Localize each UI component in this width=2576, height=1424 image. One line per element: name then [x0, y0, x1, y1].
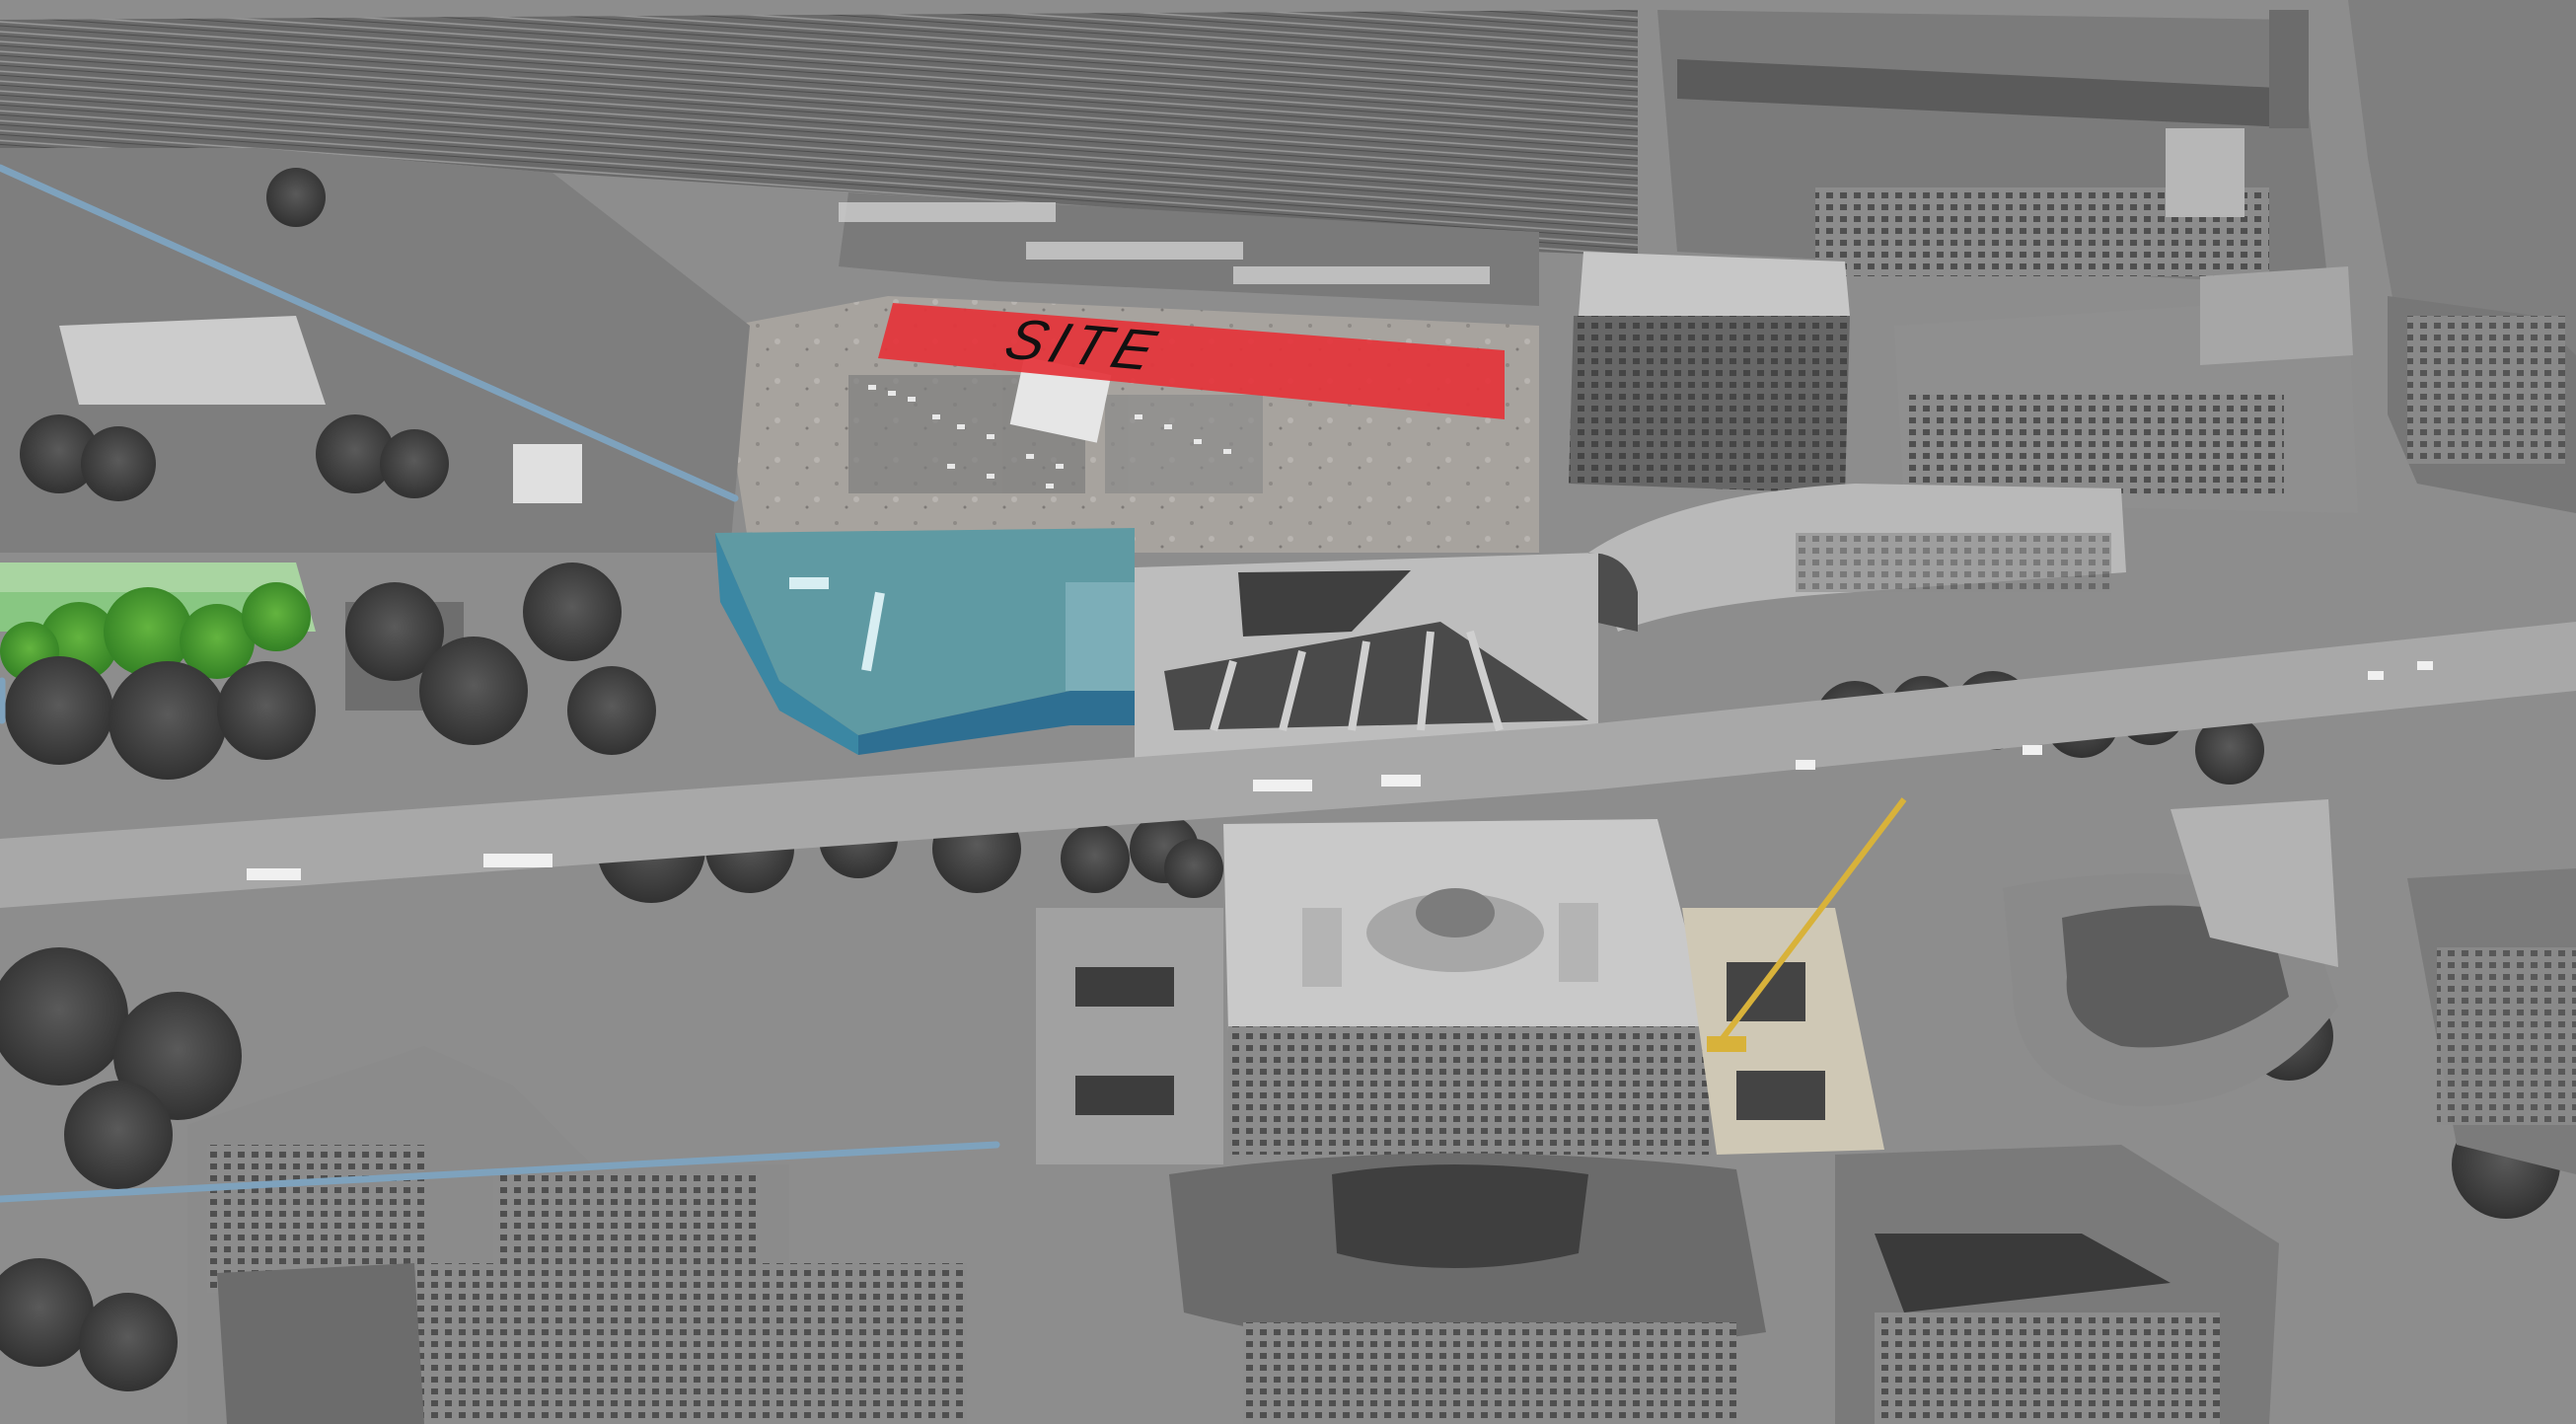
library-facade-front — [858, 691, 1135, 755]
construction-yard — [1682, 797, 1907, 1155]
city-blocks-northeast — [2348, 0, 2576, 513]
site-marker: SITE — [878, 303, 1505, 419]
office-building-grey — [1894, 266, 2358, 513]
parked-cars — [868, 385, 1231, 488]
annex-building — [1036, 908, 1223, 1164]
sightline-upper — [0, 164, 739, 502]
rail-yard — [0, 10, 1638, 306]
parking-lot — [848, 375, 1263, 493]
sightlines — [0, 164, 1000, 1203]
plaza — [1135, 553, 1598, 760]
curved-museum — [1588, 484, 2126, 632]
trees-dark — [0, 168, 2565, 1391]
site-area — [878, 303, 1505, 419]
sightline-lower — [0, 1141, 1000, 1203]
parliament-building — [1223, 819, 1712, 1155]
main-street — [0, 622, 2576, 908]
railway-station — [1657, 10, 2328, 286]
round-building — [2003, 799, 2338, 1106]
library-building — [715, 528, 1135, 755]
southern-district — [187, 868, 2576, 1424]
library-facade — [715, 533, 858, 755]
office-building-dark — [1569, 252, 1850, 493]
construction-crane — [1714, 797, 1907, 1048]
site-label: SITE — [997, 308, 1169, 383]
